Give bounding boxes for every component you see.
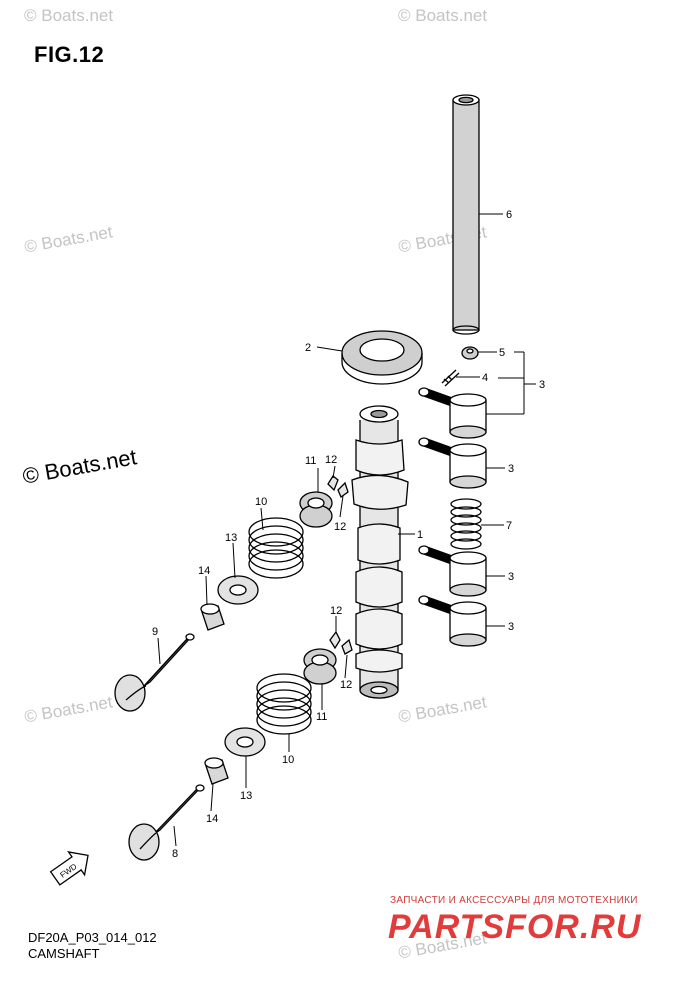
part-3-rocker-arm [418, 387, 487, 439]
callout-3: 3 [539, 379, 545, 391]
part-11-retainer [299, 491, 333, 528]
advert-logo: PARTSFOR.RU [388, 908, 642, 946]
callout-13: 13 [225, 532, 237, 544]
part-8-valve [128, 784, 205, 861]
part-3-rocker-arm [418, 437, 487, 489]
callout-12: 12 [325, 454, 337, 466]
callout-3: 3 [508, 621, 514, 633]
callout-5: 5 [499, 347, 505, 359]
figure-code: DF20A_P03_014_012 [28, 930, 157, 945]
callout-7: 7 [506, 520, 512, 532]
callout-8: 8 [172, 848, 178, 860]
part-3-rocker-arm [418, 545, 487, 597]
part-3-rocker-arm [418, 595, 487, 647]
fwd-arrow-icon: FWD [49, 851, 89, 886]
part-11-retainer [303, 648, 337, 685]
callout-14: 14 [206, 813, 218, 825]
advert-tagline: ЗАПЧАСТИ И АКСЕССУАРЫ ДЛЯ МОТОТЕХНИКИ [390, 895, 638, 906]
callout-10: 10 [282, 754, 294, 766]
part-4-screw [441, 369, 460, 387]
part-6-rod [452, 94, 480, 335]
callout-12: 12 [334, 521, 346, 533]
part-10-valve-spring [256, 673, 312, 735]
part-12-cotter [329, 630, 353, 655]
part-1-camshaft [351, 405, 409, 699]
callout-3: 3 [508, 463, 514, 475]
callout-1: 1 [417, 529, 423, 541]
part-13-spring-seat [224, 727, 266, 757]
part-14-stem-seal [200, 603, 225, 631]
part-9-valve [114, 633, 195, 712]
callout-10: 10 [255, 496, 267, 508]
part-14-stem-seal [204, 757, 229, 785]
figure-name: CAMSHAFT [28, 946, 100, 961]
callout-11: 11 [316, 711, 327, 723]
part-2-oil-seal [341, 330, 423, 385]
callout-3: 3 [508, 571, 514, 583]
part-10-valve-spring [248, 517, 304, 579]
watermark: © Boats.net [398, 6, 488, 25]
callout-13: 13 [240, 790, 252, 802]
callout-12: 12 [330, 605, 342, 617]
callout-9: 9 [152, 626, 158, 638]
figure-title: FIG.12 [34, 42, 105, 67]
callout-14: 14 [198, 565, 210, 577]
part-5-nut [461, 346, 479, 360]
watermark: © Boats.net [24, 6, 114, 25]
callout-11: 11 [305, 455, 316, 467]
callout-2: 2 [305, 342, 311, 354]
part-12-cotter [327, 475, 349, 498]
callout-6: 6 [506, 209, 512, 221]
callout-4: 4 [482, 372, 488, 384]
callout-12: 12 [340, 679, 352, 691]
part-7-rocker-spring [450, 498, 482, 550]
part-13-spring-seat [217, 575, 259, 605]
